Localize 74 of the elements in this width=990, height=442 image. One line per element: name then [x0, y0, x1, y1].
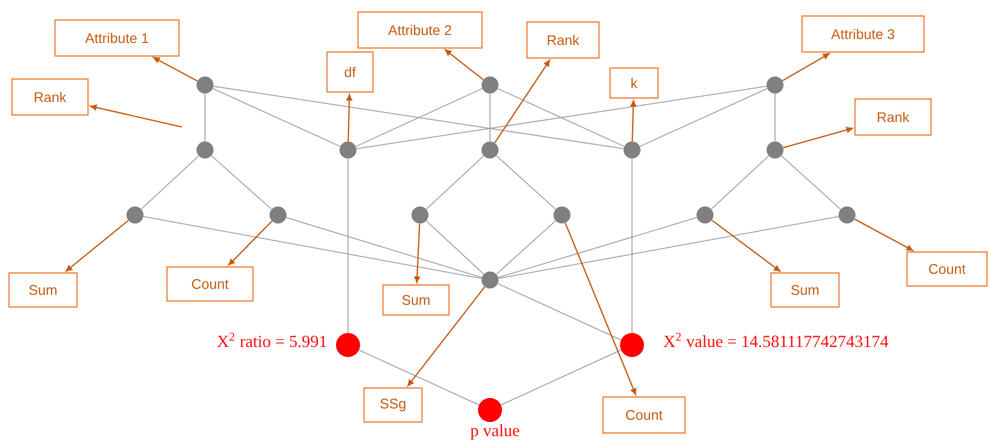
label-box: Rank: [11, 78, 89, 116]
label-box: Sum: [770, 272, 840, 308]
connector-line: [498, 216, 839, 279]
arrow: [66, 220, 129, 272]
arrow: [228, 220, 272, 266]
arrow: [90, 104, 182, 128]
label-box: Sum: [382, 284, 450, 316]
graph-dot: [126, 206, 144, 224]
arrow: [854, 218, 914, 251]
connector-line: [497, 88, 625, 147]
label-box: SSg: [363, 387, 423, 423]
connector-line: [143, 216, 482, 279]
connector-line: [426, 155, 484, 210]
connector-line: [212, 88, 341, 147]
result-dot: [478, 398, 502, 422]
label-box: Attribute 2: [357, 11, 483, 49]
graph-dot: [766, 142, 784, 158]
connector-line: [356, 86, 767, 150]
connector-line: [496, 220, 556, 275]
graph-dot: [196, 142, 214, 158]
connector-line: [710, 155, 770, 210]
connector-line: [140, 155, 200, 210]
connector-line: [426, 220, 484, 275]
connector-line: [639, 88, 768, 147]
connector-line: [500, 350, 622, 406]
arrow: [414, 224, 420, 283]
graph-dot: [554, 206, 570, 224]
label-box: Count: [602, 396, 686, 434]
arrow: [782, 53, 830, 82]
arrow: [153, 57, 198, 82]
graph-dot: [766, 76, 784, 94]
connector-line: [286, 217, 482, 278]
label-box: Rank: [854, 98, 932, 136]
connector-line: [497, 283, 622, 340]
arrow: [712, 220, 780, 272]
arrow: [346, 94, 352, 142]
result-dot: [336, 333, 360, 357]
graph-dot: [482, 272, 498, 288]
arrow: [783, 126, 853, 148]
graph-dot: [340, 142, 356, 158]
value-label: X$^{2}$ value = 14.581117742743174: [664, 332, 888, 348]
value-label: p value: [470, 424, 520, 440]
graph-dot: [482, 76, 498, 94]
graph-dot: [270, 206, 286, 224]
label-box: Count: [166, 266, 254, 302]
connector-line: [496, 155, 556, 210]
connector-line: [781, 155, 841, 210]
connector-line: [355, 88, 483, 147]
arrow: [407, 286, 486, 386]
graph-dot: [412, 206, 428, 224]
connector-line: [211, 155, 272, 210]
graph-dot: [196, 76, 214, 94]
connector-line: [774, 93, 776, 142]
graph-dot: [838, 206, 856, 224]
value-label: X$^{2}$ ratio = 5.991: [217, 332, 326, 348]
label-box: Sum: [8, 272, 78, 308]
arrow: [494, 60, 550, 144]
label-box: Attribute 1: [54, 19, 180, 57]
graph-dot: [624, 142, 640, 158]
label-box: Attribute 3: [801, 15, 925, 53]
arrow: [630, 100, 636, 142]
connector-line: [204, 93, 206, 142]
arrow: [444, 49, 484, 80]
connector-line: [498, 217, 698, 278]
connector-line: [213, 86, 624, 150]
result-dot: [620, 333, 644, 357]
label-box: k: [609, 67, 659, 99]
graph-dot: [696, 206, 714, 224]
connector-line: [358, 350, 480, 406]
arrow: [564, 222, 636, 395]
graph-dot: [482, 142, 498, 158]
label-box: Count: [906, 251, 988, 287]
label-box: Rank: [526, 21, 600, 59]
label-box: df: [326, 51, 374, 93]
